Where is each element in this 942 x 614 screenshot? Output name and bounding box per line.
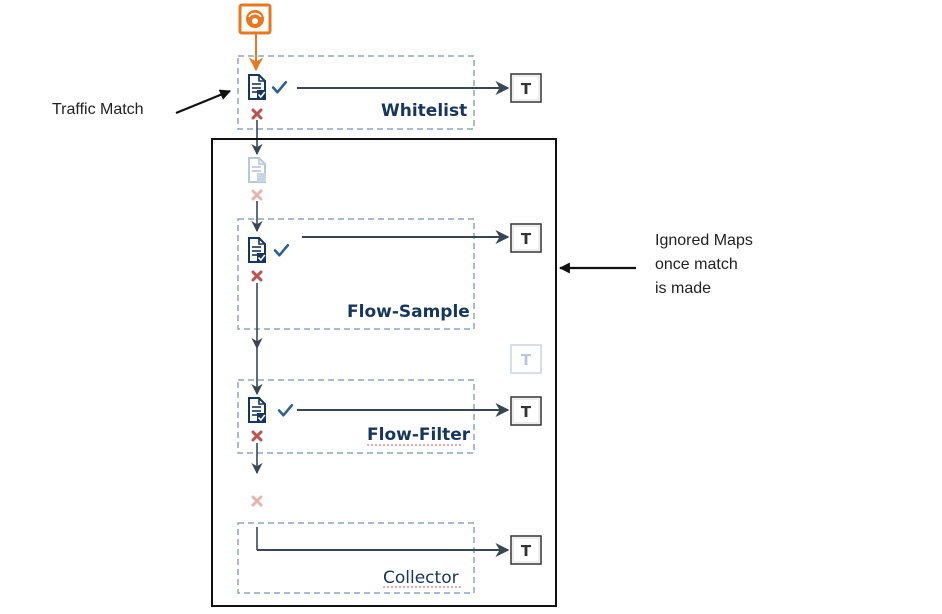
ignored-maps-annotation: Ignored Maps once match is made bbox=[655, 232, 757, 297]
checkmark-icon bbox=[277, 403, 294, 417]
svg-text:T: T bbox=[521, 403, 532, 421]
faded-x-icon bbox=[251, 495, 263, 507]
terminal-box: T bbox=[510, 73, 542, 103]
whitelist-label: Whitelist bbox=[381, 101, 467, 121]
x-icon bbox=[251, 108, 263, 120]
x-icon bbox=[251, 430, 263, 442]
svg-text:T: T bbox=[521, 351, 532, 369]
faded-terminal-box: T bbox=[510, 344, 542, 374]
ignored-maps-frame bbox=[211, 138, 557, 607]
collector-label: Collector bbox=[383, 568, 459, 588]
x-icon bbox=[251, 270, 263, 282]
flow-sample-label: Flow-Sample bbox=[347, 302, 470, 322]
svg-text:T: T bbox=[521, 80, 532, 98]
traffic-match-pointer-arrow bbox=[175, 89, 232, 115]
faded-x-icon bbox=[251, 189, 263, 201]
traffic-match-annotation: Traffic Match bbox=[52, 101, 144, 118]
flow-filter-map-box bbox=[237, 379, 475, 454]
document-check-icon bbox=[248, 74, 267, 100]
checkmark-icon bbox=[273, 243, 290, 257]
document-check-icon bbox=[248, 237, 267, 263]
flow-sample-map-box bbox=[237, 218, 475, 330]
document-check-icon bbox=[248, 397, 267, 423]
svg-text:T: T bbox=[521, 230, 532, 248]
faded-document-icon bbox=[248, 157, 267, 183]
terminal-box: T bbox=[510, 396, 542, 426]
collector-map-box bbox=[237, 522, 475, 594]
flow-filter-label: Flow-Filter bbox=[367, 425, 471, 445]
checkmark-icon bbox=[271, 80, 288, 94]
svg-text:T: T bbox=[521, 542, 532, 560]
source-icon bbox=[238, 3, 272, 35]
terminal-box: T bbox=[510, 535, 542, 565]
whitelist-map-box bbox=[237, 55, 475, 130]
terminal-box: T bbox=[510, 223, 542, 253]
